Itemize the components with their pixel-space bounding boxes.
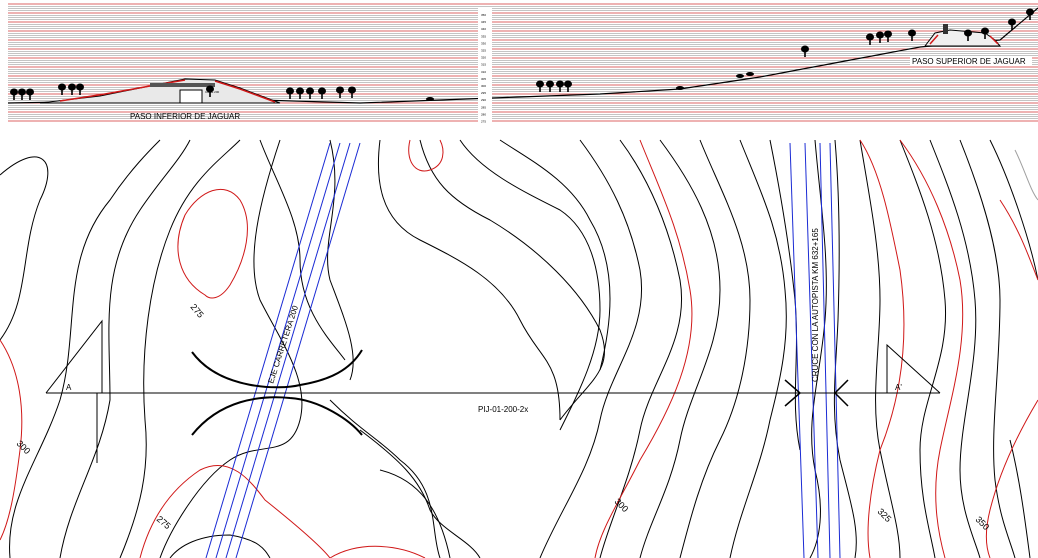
tree-icon — [1008, 18, 1016, 30]
profile-grid — [8, 3, 1038, 122]
tree-icon — [981, 27, 989, 39]
section-code-label: PIJ-01-200-2x — [478, 405, 528, 414]
culvert-arcs — [191, 349, 363, 436]
tree-icon — [908, 29, 916, 41]
lower-pass-label: PASO INFERIOR DE JAGUAR — [130, 112, 240, 121]
tree-icon — [58, 83, 66, 95]
profile-scale-tick: 310 — [481, 70, 486, 74]
profile-scale-tick: 350 — [481, 13, 486, 17]
highway-crossing-label: CRUCE CON LA AUTOPISTA KM 632+165 — [811, 228, 820, 382]
tree-icon — [296, 87, 304, 99]
lower-pass-deck — [150, 83, 215, 87]
plan-view: A A' PIJ-01-200-2x EJE CARRETERA 200 CRU… — [0, 139, 1038, 558]
profile-scale-tick: 340 — [481, 27, 486, 31]
tree-icon — [18, 88, 26, 100]
tree-icon — [564, 80, 572, 92]
tree-icon — [76, 83, 84, 95]
lower-pass-culvert — [179, 89, 203, 104]
highway-lines — [789, 142, 841, 558]
profile-scale-tick: 330 — [481, 41, 486, 45]
contour-label: 325 — [876, 506, 894, 524]
tree-icon — [68, 83, 76, 95]
tree-icon — [556, 80, 564, 92]
bush-icon — [746, 72, 754, 76]
profile-scale-tick: 295 — [481, 91, 486, 95]
tree-icon — [964, 29, 972, 41]
upper-pass-pier — [943, 24, 948, 34]
culvert-mini-label: CBRE 200 — [205, 90, 220, 94]
tree-icon — [318, 87, 326, 99]
section-start-label: A — [66, 383, 72, 392]
section-end-label: A' — [895, 383, 902, 392]
tree-icon — [1026, 8, 1034, 20]
lower-pass-embankment — [39, 78, 281, 104]
profile-scale-tick: 275 — [481, 120, 486, 124]
crossing-mark-right — [833, 379, 849, 407]
road-axis-label: EJE CARRETERA 200 — [266, 304, 300, 385]
bush-icon — [676, 86, 684, 90]
profile-scale: 350 345 340 335 330 325 320 315 310 305 300 295 290 2… — [478, 8, 492, 124]
tree-icon — [866, 33, 874, 45]
profile-scale-tick: 315 — [481, 63, 486, 67]
tree-icon — [286, 87, 294, 99]
tree-icon — [336, 86, 344, 98]
profile-scale-tick: 345 — [481, 20, 486, 24]
road-axis-200 — [205, 142, 361, 558]
profile-scale-tick: 335 — [481, 34, 486, 38]
profile-scale-tick: 300 — [481, 84, 486, 88]
tree-icon — [10, 88, 18, 100]
bush-icon — [736, 74, 744, 78]
contour-label: 300 — [15, 438, 33, 456]
grey-contour — [1014, 149, 1038, 201]
section-arrow-end — [886, 343, 941, 394]
profile-scale-tick: 285 — [481, 105, 486, 109]
tree-icon — [26, 88, 34, 100]
tree-icon — [206, 85, 214, 97]
index-contours — [0, 139, 1038, 558]
tree-icon — [546, 80, 554, 92]
tree-icon — [801, 45, 809, 57]
contour-label: 275 — [188, 302, 205, 320]
profile-scale-tick: 290 — [481, 98, 486, 102]
profile-trees — [10, 8, 1034, 101]
crossing-mark-left — [784, 379, 802, 407]
section-arrow-start — [45, 319, 103, 394]
contour-lines — [0, 139, 1038, 558]
tree-icon — [536, 80, 544, 92]
upper-pass-label: PASO SUPERIOR DE JAGUAR — [912, 57, 1026, 66]
profile-scale-tick: 320 — [481, 56, 486, 60]
contour-label: 275 — [155, 514, 173, 531]
profile-scale-tick: 305 — [481, 77, 486, 81]
longitudinal-profile: CBRE 200 3503453403353303253203153103053… — [7, 0, 1038, 124]
tree-icon — [306, 87, 314, 99]
upper-pass-red — [929, 34, 999, 45]
profile-scale-tick: 280 — [481, 112, 486, 116]
bush-icon — [426, 97, 434, 101]
profile-scale-tick: 325 — [481, 49, 486, 53]
tree-icon — [348, 86, 356, 98]
tree-icon — [876, 31, 884, 43]
tree-icon — [884, 30, 892, 42]
